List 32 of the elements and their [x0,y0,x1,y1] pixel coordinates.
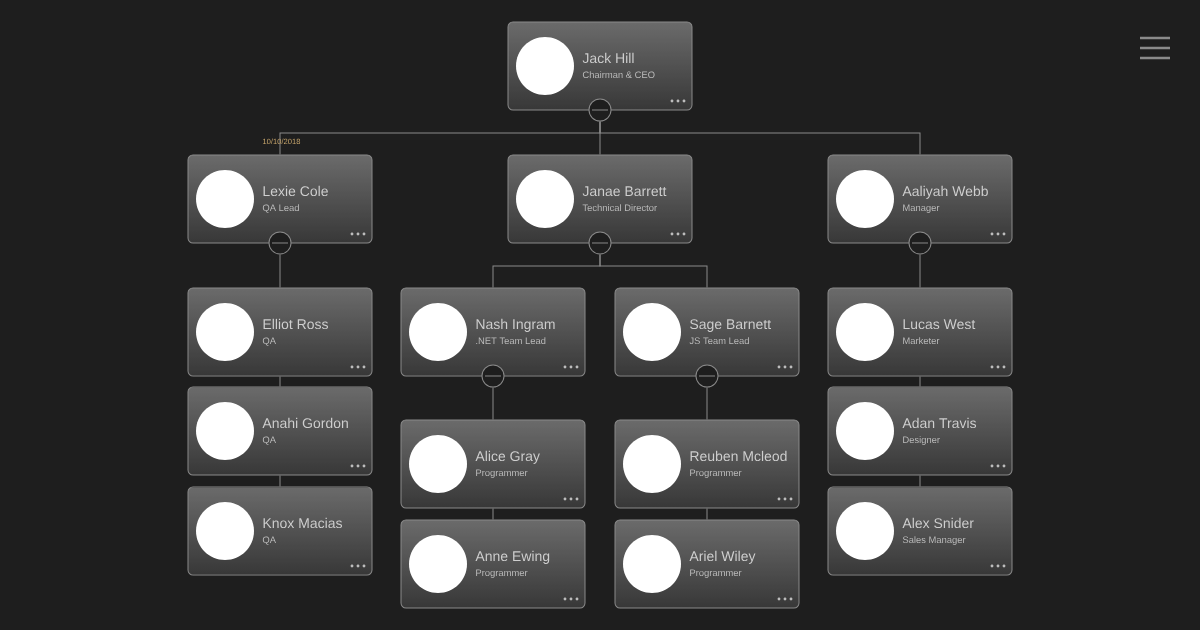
person-name: Knox Macias [263,517,342,529]
person-name: Lexie Cole [263,185,328,197]
person-name: Adan Travis [902,417,977,429]
person-name: Aaliyah Webb [902,185,988,199]
job-title: QA [262,536,276,545]
person-name: Elliot Ross [263,318,328,330]
job-title: Marketer [903,337,940,345]
job-title: QA [262,337,276,346]
person-name: Reuben Mcleod [690,450,787,462]
person-name: Sage Barnett [690,319,771,332]
person-name: Lucas West [903,319,976,330]
person-name: Jack Hill [582,52,634,64]
person-name: Janae Barrett [582,186,667,197]
job-title: Manager [903,204,940,213]
job-title: Technical Director [582,204,657,212]
job-title: JS Team Lead [689,337,749,345]
job-title: Programmer [690,469,742,478]
person-name: Anahi Gordon [262,417,348,429]
person-name: Anne Ewing [475,550,550,564]
person-name: Ariel Wiley [689,550,756,564]
job-title: Chairman & CEO [582,71,655,79]
job-title: .NET Team Lead [476,337,546,345]
person-name: Alice Gray [475,450,540,464]
person-name: Alex Snider [902,517,974,529]
job-title: Programmer [476,569,528,578]
job-title: QA Lead [262,204,299,213]
job-title: QA [262,436,276,445]
job-title: Sales Manager [902,536,966,545]
job-title: Designer [903,436,940,445]
person-name: Nash Ingram [476,318,555,332]
job-title: Programmer [690,569,742,578]
job-title: Programmer [476,469,528,478]
